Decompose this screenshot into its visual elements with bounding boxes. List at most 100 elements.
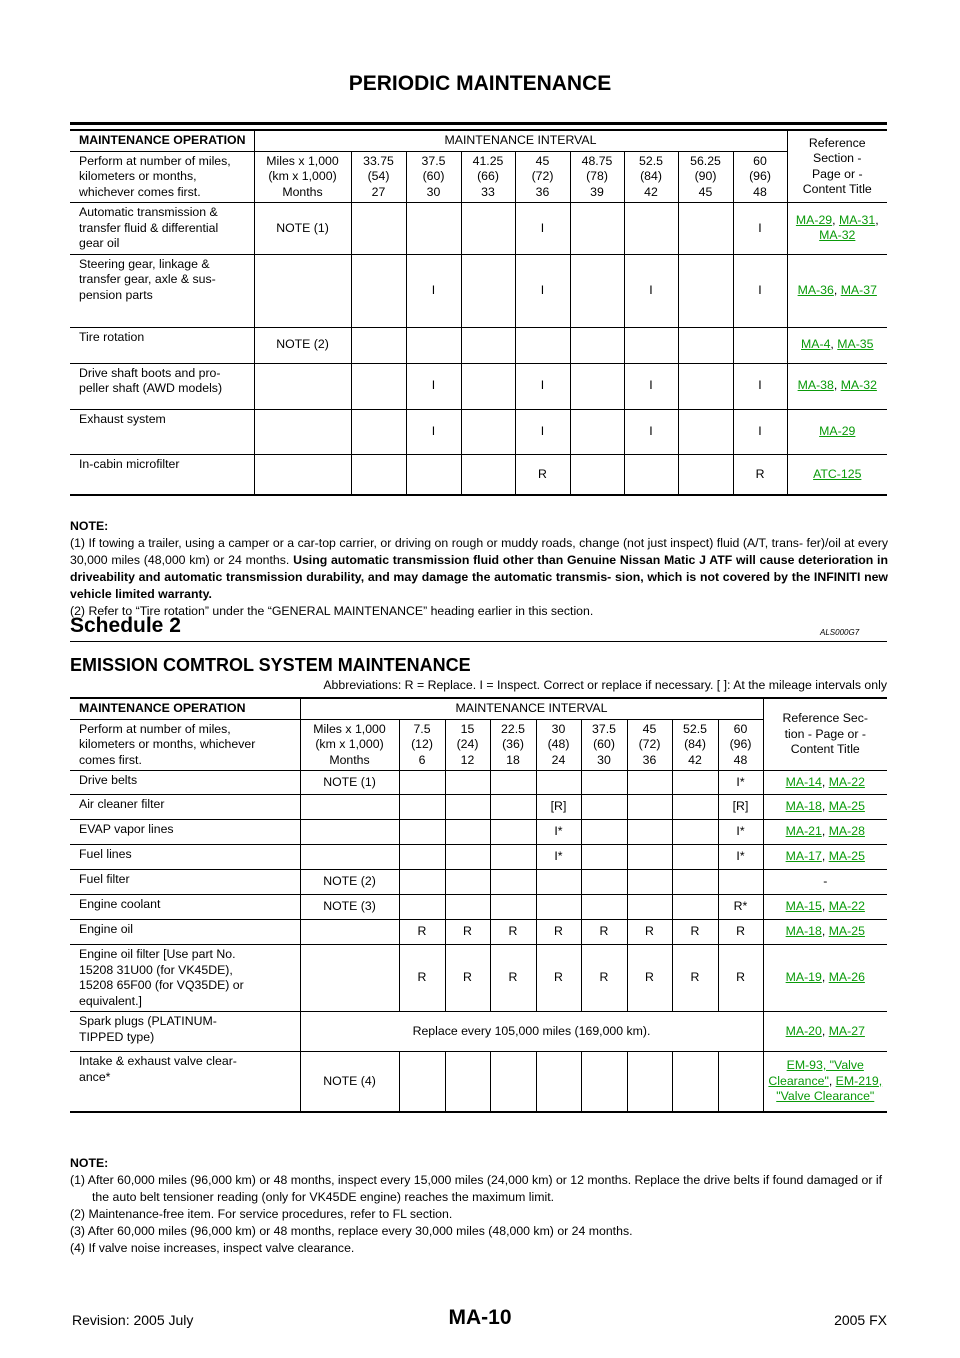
interval-cell: I [623,362,678,409]
reference-link[interactable]: MA-21 [785,824,822,839]
interval-cell [580,770,627,795]
interval-cell [677,202,733,254]
interval-value: 56.25 [690,153,721,168]
interval-cell [489,794,536,820]
interval-mark: I [649,378,653,393]
operation-cell: Steering gear, linkage &transfer gear, a… [70,253,254,327]
interval-mark: I* [554,849,563,864]
interval-cell [535,1051,581,1111]
reference-link[interactable]: MA-18 [785,799,822,814]
reference-link[interactable]: MA-37 [840,282,877,297]
reference-link[interactable]: MA-32 [840,378,877,393]
interval-column-header: 41.25(66)33 [460,150,515,203]
interval-cell: R [717,919,764,945]
interval-cell [671,894,718,920]
interval-value: 60 [753,153,767,168]
reference-link[interactable]: MA-20 [785,1023,822,1038]
reference-link[interactable]: MA-15 [785,899,822,914]
note-cell [299,844,399,870]
reference-link[interactable]: MA-25 [828,924,865,939]
reference-link[interactable]: MA-22 [828,899,865,914]
reference-link[interactable]: MA-36 [797,282,834,297]
reference-cell: MA-15, MA-22 [762,894,888,920]
reference-link[interactable]: MA-25 [828,849,865,864]
operation-cell: Drive belts [70,770,300,795]
reference-link[interactable]: MA-26 [828,970,865,985]
reference-link[interactable]: MA-14 [785,774,822,789]
reference-link[interactable]: ATC-125 [813,466,862,481]
interval-column-header: 52.5(84)42 [671,718,718,771]
interval-mark: R* [733,899,748,914]
reference-link[interactable]: MA-18 [785,924,822,939]
reference-link[interactable]: MA-27 [828,1023,865,1038]
op-header-label: MAINTENANCE OPERATION [79,133,246,147]
emission-note-3: (3) After 60,000 miles (96,000 km) or 48… [70,1224,633,1238]
interval-cell: R [580,919,627,945]
reference-link[interactable]: MA-4 [801,337,831,352]
interval-value: 36 [642,752,657,767]
interval-cell [677,453,733,494]
interval-cell [398,1051,445,1111]
table2-bottom-rule [70,1111,887,1113]
reference-link[interactable]: MA-38 [797,378,834,393]
interval-value: 52.5 [683,721,707,736]
reference-cell: MA-36, MA-37 [786,253,888,327]
reference-link[interactable]: EM-93, "Valve Clearance" [768,1058,864,1088]
units-header-line: (km x 1,000) [268,169,337,183]
reference-link[interactable]: MA-31 [838,212,876,227]
op-header-label: MAINTENANCE OPERATION [79,701,246,715]
reference-link[interactable]: MA-17 [785,849,822,864]
emission-title: EMISSION COMTROL SYSTEM MAINTENANCE [70,655,471,675]
interval-cell: R [489,919,536,945]
reference-link[interactable]: MA-28 [828,824,865,839]
interval-value: 52.5 [639,153,663,168]
operation-cell: Fuel lines [70,844,300,870]
footer-model: 2005 FX [834,1312,887,1328]
notes-block-1: NOTE: (1) If towing a trailer, using a c… [70,518,888,620]
interval-cell [398,770,445,795]
header-row: Perform at number of miles,kilometers or… [70,150,887,203]
interval-cell [350,408,406,454]
reference-link[interactable]: MA-22 [828,774,865,789]
interval-cell [580,819,627,845]
emission-note-4: (4) If valve noise increases, inspect va… [70,1241,355,1255]
reference-link[interactable]: MA-32 [819,228,856,243]
reference-link[interactable]: EM-219, "Valve Clearance" [776,1073,883,1104]
note-text: NOTE (1) [276,220,329,235]
interval-value: (72) [531,169,554,183]
operation-text: Automatic transmission & [79,205,218,219]
interval-cell [717,1051,764,1111]
interval-cell [569,253,624,327]
reference-cell: MA-21, MA-28 [762,819,888,845]
interval-cell: I [514,202,570,254]
interval-cell: I [623,253,678,327]
reference-link[interactable]: MA-29 [795,212,833,227]
reference-link[interactable]: MA-19 [785,970,822,985]
interval-mark: R [538,466,547,481]
interval-column-header: 45(72)36 [626,718,672,771]
reference-link[interactable]: MA-29 [819,423,856,438]
interval-value: (54) [367,169,390,183]
interval-cell [460,362,515,409]
interval-cell: [R] [535,794,581,820]
interval-cell [580,794,627,820]
op-header: MAINTENANCE OPERATION [70,699,300,719]
interval-mark: R [599,924,609,939]
interval-cell: R [626,919,672,945]
abbreviations: Abbreviations: R = Replace. I = Inspect.… [323,678,887,692]
interval-mark: I [431,282,436,297]
interval-value: 42 [644,184,658,199]
interval-mark: I [540,282,545,297]
interval-cell [444,894,490,920]
reference-cell: ATC-125 [786,453,888,494]
reference-link[interactable]: MA-35 [837,337,874,352]
notes2-heading: NOTE: [70,1156,109,1170]
interval-value: 33.75 [363,153,394,168]
reference-cell: MA-38, MA-32 [786,362,888,409]
interval-cell [569,202,624,254]
reference-link[interactable]: MA-25 [828,799,865,814]
interval-cell [671,794,718,820]
